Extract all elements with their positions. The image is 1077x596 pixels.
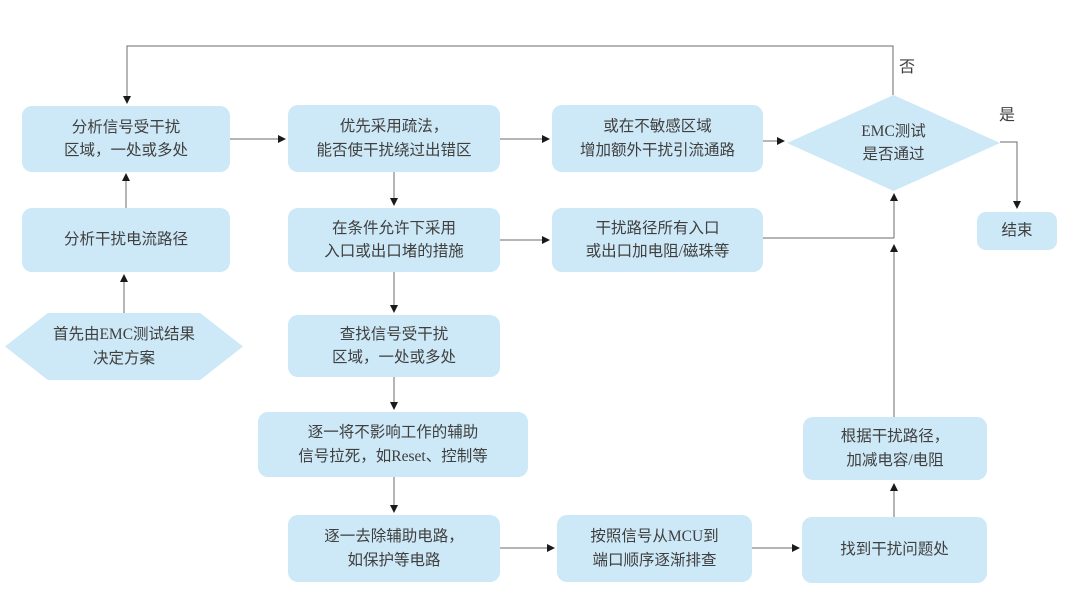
node-analyze-current-path: 分析干扰电流路径	[22, 208, 230, 272]
node-pull-dead-aux-signals: 逐一将不影响工作的辅助 信号拉死，如Reset、控制等	[258, 412, 528, 477]
edge-label-yes: 是	[999, 107, 1016, 124]
node-adjust-cap-res: 根据干扰路径， 加减电容/电阻	[803, 417, 987, 480]
node-emc-result-decide: 首先由EMC测试结果 决定方案	[5, 313, 243, 380]
edge-label-no: 否	[899, 59, 916, 76]
node-find-problem-spot: 找到干扰问题处	[802, 517, 987, 583]
node-remove-aux-circuits: 逐一去除辅助电路， 如保护等电路	[288, 515, 500, 582]
node-prefer-diversion: 优先采用疏法， 能否使干扰绕过出错区	[288, 105, 500, 172]
node-blocking-measures: 在条件允许下采用 入口或出口堵的措施	[288, 208, 500, 272]
node-mcu-port-check: 按照信号从MCU到 端口顺序逐渐排查	[557, 515, 752, 582]
node-find-signal-area: 查找信号受干扰 区域，一处或多处	[288, 315, 500, 377]
node-add-resistor-bead: 干扰路径所有入口 或出口加电阻/磁珠等	[552, 208, 763, 272]
node-end: 结束	[977, 212, 1057, 250]
node-analyze-signal-area: 分析信号受干扰 区域，一处或多处	[22, 106, 230, 172]
node-insensitive-area-path: 或在不敏感区域 增加额外干扰引流通路	[552, 105, 763, 172]
node-emc-test-pass-decision: EMC测试 是否通过	[787, 95, 1000, 191]
